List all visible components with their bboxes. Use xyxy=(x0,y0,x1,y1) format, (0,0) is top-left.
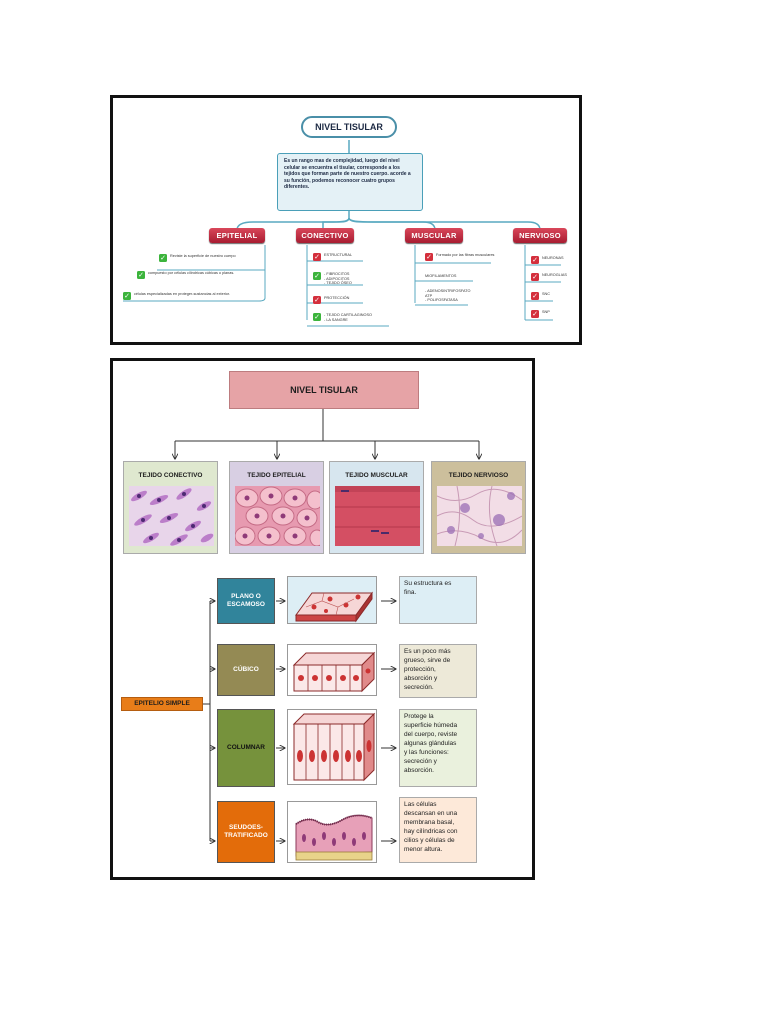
nervioso-item: ✓ SNC xyxy=(531,292,550,300)
tissue-epitelial: TEJIDO EPITELIAL xyxy=(229,461,324,554)
check-icon: ✓ xyxy=(159,254,167,262)
muscular-item: ✓ Formado por las fibras musculares xyxy=(425,253,496,261)
conectivo-item: ✓ PROTECCIÓN xyxy=(313,296,349,304)
check-icon: ✓ xyxy=(123,292,131,300)
mindmap-description: Es un rango mas de complejidad, luego de… xyxy=(277,153,423,211)
muscular-item-text: Formado por las fibras musculares xyxy=(436,253,495,257)
epitelial-item: ✓ células especializadas en proteger-sus… xyxy=(123,292,230,300)
conectivo-item-text: - FIBROCITOS - ADIPOCITOS - TEJIDO ÓSEO xyxy=(324,272,352,286)
conectivo-micrograph xyxy=(129,486,214,546)
nervioso-item: ✓ NEUROGLIAS xyxy=(531,273,567,281)
category-conectivo: CONECTIVO xyxy=(296,228,354,243)
check-icon: ✓ xyxy=(531,273,539,281)
tissues-panel: NIVEL TISULAR TEJIDO CONECTIVO xyxy=(110,358,535,880)
category-epitelial: EPITELIAL xyxy=(209,228,265,243)
epitelio-simple-label: EPITELIO SIMPLE xyxy=(121,697,203,711)
desc-plano-escamoso: Su estructura es fina. xyxy=(399,576,477,624)
muscular-item-text: - ADENOSINTRIFOSFATO ATP - POLIFOSFATASA xyxy=(425,289,471,303)
check-icon: ✓ xyxy=(531,310,539,318)
conectivo-item: ✓ ESTRUCTURAL xyxy=(313,253,352,261)
check-icon: ✓ xyxy=(313,272,321,280)
epitelial-item: ✓ Reviste la superficie de nuestro cuerp… xyxy=(159,254,236,262)
conectivo-item: ✓ - TEJIDO CARTILAGINOSO - LA SANGRE xyxy=(313,313,372,322)
nervioso-item: ✓ SNP xyxy=(531,310,550,318)
nervioso-item-text: NEURONAS xyxy=(542,256,564,260)
epitelial-item-text: Reviste la superficie de nuestro cuerpo xyxy=(170,254,236,258)
conectivo-item-text: ESTRUCTURAL xyxy=(324,253,353,257)
nervioso-item: ✓ NEURONAS xyxy=(531,256,564,264)
tissue-label: TEJIDO NERVIOSO xyxy=(448,472,509,479)
conectivo-item: ✓ - FIBROCITOS - ADIPOCITOS - TEJIDO ÓSE… xyxy=(313,272,352,286)
muscular-item-text: MIOFILAMENTOS xyxy=(425,274,457,278)
tissue-label: TEJIDO EPITELIAL xyxy=(247,472,306,479)
check-icon: ✓ xyxy=(531,292,539,300)
check-icon: ✓ xyxy=(425,253,433,261)
escamoso-illustration xyxy=(287,576,377,624)
class-plano-escamoso: PLANO O ESCAMOSO xyxy=(217,578,275,624)
columnar-illustration xyxy=(287,709,377,785)
cubico-illustration xyxy=(287,644,377,696)
nervioso-item-text: NEUROGLIAS xyxy=(542,273,567,277)
nervioso-item-text: SNC xyxy=(542,292,551,296)
check-icon: ✓ xyxy=(313,313,321,321)
mindmap-title: NIVEL TISULAR xyxy=(301,116,397,138)
tissues-title: NIVEL TISULAR xyxy=(229,371,419,409)
muscular-micrograph xyxy=(335,486,420,546)
tissue-nervioso: TEJIDO NERVIOSO xyxy=(431,461,526,554)
conectivo-item-text: PROTECCIÓN xyxy=(324,296,350,300)
check-icon: ✓ xyxy=(531,256,539,264)
epitelial-micrograph xyxy=(235,486,320,546)
muscular-item: MIOFILAMENTOS xyxy=(425,274,456,279)
check-icon: ✓ xyxy=(137,271,145,279)
category-muscular: MUSCULAR xyxy=(405,228,463,243)
desc-cubico: Es un poco más grueso, sirve de protecci… xyxy=(399,644,477,698)
tissue-label: TEJIDO CONECTIVO xyxy=(138,472,203,479)
epitelial-item-text: células especializadas en proteger-susta… xyxy=(134,292,231,296)
category-nervioso: NERVIOSO xyxy=(513,228,567,243)
conectivo-item-text: - TEJIDO CARTILAGINOSO - LA SANGRE xyxy=(324,313,372,322)
muscular-item: - ADENOSINTRIFOSFATO ATP - POLIFOSFATASA xyxy=(425,289,470,303)
epitelial-item: ✓ compuesto por células cilíndricas cúbi… xyxy=(137,271,234,279)
tissue-muscular: TEJIDO MUSCULAR xyxy=(329,461,424,554)
class-columnar: COLUMNAR xyxy=(217,709,275,787)
class-seudoestratificado: SEUDOES- TRATIFICADO xyxy=(217,801,275,863)
check-icon: ✓ xyxy=(313,253,321,261)
epitelial-item-text: compuesto por células cilíndricas cúbica… xyxy=(148,271,235,275)
nervioso-micrograph xyxy=(437,486,522,546)
tissue-conectivo: TEJIDO CONECTIVO xyxy=(123,461,218,554)
desc-columnar: Protege la superficie húmeda del cuerpo,… xyxy=(399,709,477,787)
nervioso-item-text: SNP xyxy=(542,310,550,314)
check-icon: ✓ xyxy=(313,296,321,304)
mindmap-panel: NIVEL TISULAR Es un rango mas de complej… xyxy=(110,95,582,345)
class-cubico: CÚBICO xyxy=(217,644,275,696)
desc-seudoestratificado: Las células descansan en una membrana ba… xyxy=(399,797,477,863)
tissues-connectors xyxy=(113,409,532,877)
seudoestratificado-illustration xyxy=(287,801,377,863)
tissue-label: TEJIDO MUSCULAR xyxy=(345,472,408,479)
